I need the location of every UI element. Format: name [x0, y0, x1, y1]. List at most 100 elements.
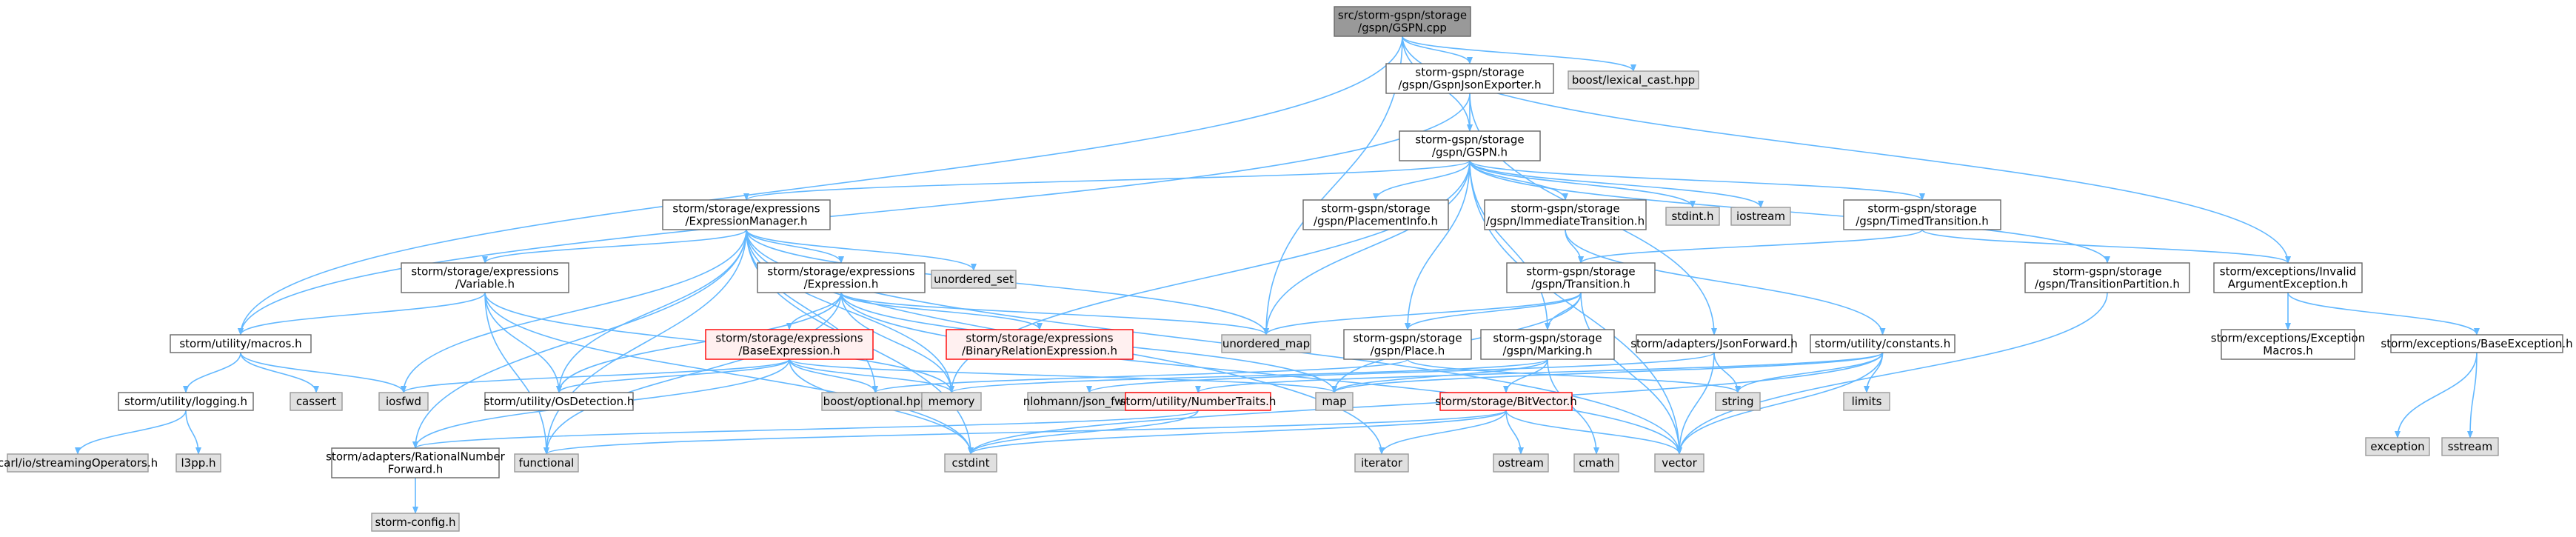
- edge-logging-to-l3pp: [185, 410, 201, 455]
- edge-constants-to-cstdint: [968, 352, 1884, 455]
- node-label-marking: storm-gspn/storage: [1493, 332, 1602, 345]
- node-label-memory: memory: [929, 395, 975, 408]
- node-label-place: storm-gspn/storage: [1353, 332, 1462, 345]
- edge-expression-to-baseexpr: [786, 292, 842, 330]
- edge-exprmgr-to-ratnum: [412, 229, 747, 449]
- node-label-stdint: stdint.h: [1671, 210, 1713, 223]
- node-label-invalidarg: ArgumentException.h: [2228, 278, 2349, 291]
- node-label-cstdint: cstdint: [951, 456, 989, 470]
- edge-exprmgr-to-variable: [482, 229, 747, 264]
- edge-variable-to-macros: [238, 292, 486, 336]
- node-label-map: map: [1322, 395, 1346, 408]
- node-placementinfo[interactable]: storm-gspn/storage/gspn/PlacementInfo.h: [1302, 199, 1449, 230]
- node-label-stormconfig: storm-config.h: [375, 516, 456, 529]
- node-gspnjson[interactable]: storm-gspn/storage/gspn/GspnJsonExporter…: [1385, 63, 1554, 94]
- node-exprmgr[interactable]: storm/storage/expressions/ExpressionMana…: [662, 199, 831, 230]
- node-box-expression: [757, 262, 926, 293]
- edge-baseexc-to-sstream: [2467, 352, 2478, 438]
- node-gspn_h[interactable]: storm-gspn/storage/gspn/GSPN.h: [1399, 130, 1541, 161]
- edge-logging-to-carl: [75, 410, 187, 455]
- node-label-sstream: sstream: [2448, 440, 2492, 453]
- node-binrel[interactable]: storm/storage/expressions/BinaryRelation…: [946, 329, 1134, 360]
- node-label-baseexc: storm/exceptions/BaseException.h: [2381, 337, 2572, 350]
- node-logging[interactable]: storm/utility/logging.h: [118, 392, 254, 411]
- node-osdetect[interactable]: storm/utility/OsDetection.h: [484, 392, 635, 411]
- node-unordered_set: unordered_set: [931, 270, 1017, 289]
- node-label-exprmgr: /ExpressionManager.h: [685, 215, 807, 228]
- node-box-invalidarg: [2213, 262, 2363, 293]
- node-boostopt: boost/optional.hpp: [821, 392, 929, 411]
- node-place[interactable]: storm-gspn/storage/gspn/Place.h: [1343, 329, 1472, 360]
- node-timedtrans[interactable]: storm-gspn/storage/gspn/TimedTransition.…: [1843, 199, 2001, 230]
- node-transition[interactable]: storm-gspn/storage/gspn/Transition.h: [1506, 262, 1656, 293]
- node-label-baseexpr: storm/storage/expressions: [715, 332, 863, 345]
- node-box-limits: [1843, 392, 1890, 411]
- node-sstream: sstream: [2441, 437, 2499, 456]
- node-label-expression: storm/storage/expressions: [767, 265, 914, 278]
- node-label-immtrans: storm-gspn/storage: [1511, 202, 1619, 216]
- node-label-exmacros: Macros.h: [2263, 344, 2313, 358]
- node-baseexc[interactable]: storm/exceptions/BaseException.h: [2381, 334, 2573, 353]
- node-label-lexical_cast: boost/lexical_cast.hpp: [1572, 73, 1695, 87]
- node-box-exmacros: [2221, 329, 2355, 360]
- edge-baseexpr-to-boostopt: [789, 358, 878, 393]
- node-box-unordered_set: [931, 270, 1017, 289]
- node-variable[interactable]: storm/storage/expressions/Variable.h: [401, 262, 569, 293]
- edge-place-to-boostopt: [872, 358, 1408, 393]
- node-box-vector: [1654, 453, 1704, 473]
- node-macros[interactable]: storm/utility/macros.h: [170, 334, 312, 353]
- node-carl: carl/io/streamingOperators.h: [0, 453, 158, 473]
- edge-timedtrans-to-invalidarg: [1921, 229, 2291, 264]
- node-box-iterator: [1354, 453, 1409, 473]
- edge-invalidarg-to-baseexc: [2287, 292, 2480, 336]
- node-stdint: stdint.h: [1665, 207, 1720, 226]
- node-box-gspn_cpp: [1334, 6, 1471, 37]
- node-label-cassert: cassert: [296, 395, 336, 408]
- node-limits: limits: [1843, 392, 1890, 411]
- edge-gspn_h-to-iostream: [1469, 160, 1764, 208]
- node-box-logging: [118, 392, 254, 411]
- node-label-placementinfo: /gspn/PlacementInfo.h: [1314, 215, 1438, 228]
- edge-bitvector-to-functional: [543, 410, 1507, 455]
- node-numtraits[interactable]: storm/utility/NumberTraits.h: [1120, 392, 1277, 411]
- edge-transition-to-place: [1405, 292, 1582, 330]
- edge-exprmgr-to-functional: [543, 229, 747, 455]
- edge-exprmgr-to-unordered_set: [746, 229, 977, 271]
- edge-variable-to-cstdint: [484, 292, 974, 455]
- edge-bitvector-to-iterator: [1379, 410, 1507, 455]
- node-box-exprmgr: [662, 199, 831, 230]
- node-cstdint: cstdint: [944, 453, 997, 473]
- edge-gspn_h-to-exprmgr: [743, 160, 1471, 201]
- node-lexical_cast: boost/lexical_cast.hpp: [1568, 70, 1699, 90]
- edge-constants-to-map: [1331, 352, 1884, 393]
- node-transpartition[interactable]: storm-gspn/storage/gspn/TransitionPartit…: [2024, 262, 2190, 293]
- edge-expression-to-functional: [543, 292, 842, 455]
- node-baseexpr[interactable]: storm/storage/expressions/BaseExpression…: [705, 329, 874, 360]
- node-immtrans[interactable]: storm-gspn/storage/gspn/ImmediateTransit…: [1484, 199, 1647, 230]
- node-label-ratnum: Forward.h: [388, 463, 444, 476]
- node-label-macros: storm/utility/macros.h: [179, 337, 301, 350]
- node-label-ostream: ostream: [1498, 456, 1544, 470]
- node-box-memory: [921, 392, 982, 411]
- edge-expression-to-osdetect: [556, 292, 842, 393]
- node-marking[interactable]: storm-gspn/storage/gspn/Marking.h: [1480, 329, 1615, 360]
- node-box-iosfwd: [378, 392, 429, 411]
- node-jsonforward[interactable]: storm/adapters/JsonForward.h: [1630, 334, 1798, 353]
- node-label-carl: carl/io/streamingOperators.h: [0, 456, 158, 470]
- node-bitvector[interactable]: storm/storage/BitVector.h: [1435, 392, 1577, 411]
- node-label-iostream: iostream: [1736, 210, 1785, 223]
- node-label-timedtrans: /gspn/TimedTransition.h: [1856, 215, 1989, 228]
- node-label-jsonforward: storm/adapters/JsonForward.h: [1630, 337, 1798, 350]
- node-constants[interactable]: storm/utility/constants.h: [1810, 334, 1956, 353]
- node-label-unordered_map: unordered_map: [1222, 337, 1310, 351]
- node-label-boostopt: boost/optional.hpp: [823, 395, 928, 408]
- node-box-cstdint: [944, 453, 997, 473]
- edge-variable-to-osdetect: [484, 292, 562, 393]
- node-expression[interactable]: storm/storage/expressions/Expression.h: [757, 262, 926, 293]
- node-box-jsonforward: [1636, 334, 1793, 353]
- node-invalidarg[interactable]: storm/exceptions/InvalidArgumentExceptio…: [2213, 262, 2363, 293]
- node-label-osdetect: storm/utility/OsDetection.h: [484, 395, 635, 408]
- edge-gspn_h-to-stdint: [1469, 160, 1696, 208]
